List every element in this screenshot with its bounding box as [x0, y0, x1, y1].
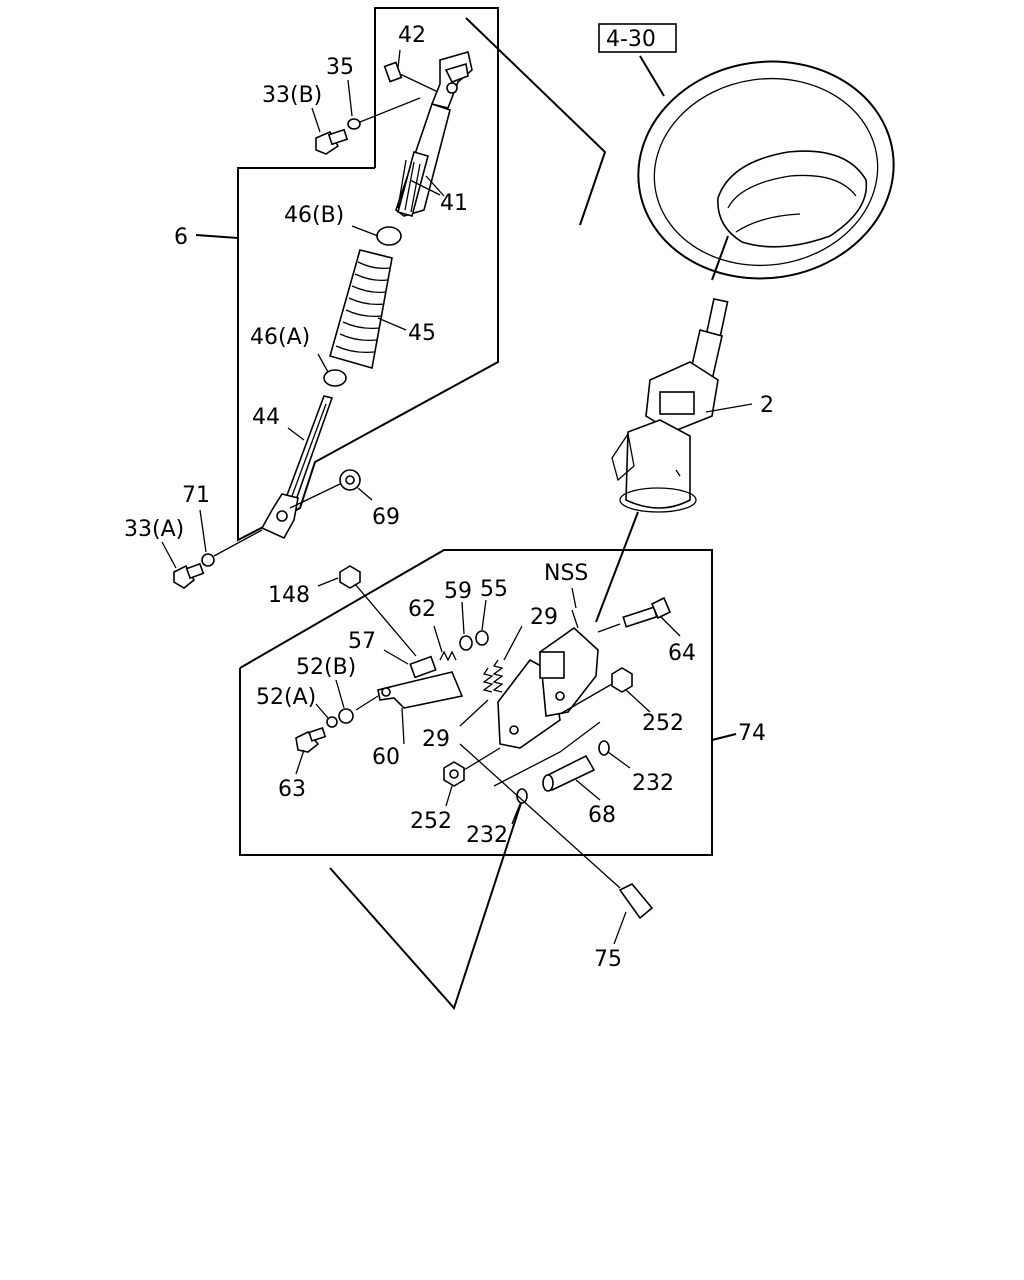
reference-leader-top	[465, 17, 607, 226]
label-75: 75	[594, 947, 622, 972]
bolt-33b	[315, 128, 349, 155]
label-252-right: 252	[642, 711, 684, 736]
steering-wheel	[637, 55, 895, 281]
label-148: 148	[268, 583, 310, 608]
bolt-64	[597, 596, 672, 633]
spring-62	[439, 650, 457, 662]
shaft-assembly-outline	[195, 7, 499, 542]
bracket-assembly-outline	[239, 549, 737, 1010]
label-33b: 33(B)	[262, 83, 322, 108]
label-29-upper: 29	[530, 605, 558, 630]
upper-shaft	[395, 102, 451, 217]
upper-universal-joint	[383, 50, 473, 109]
label-64: 64	[668, 641, 696, 666]
label-232-right: 232	[632, 771, 674, 796]
washer-35	[347, 97, 421, 130]
lower-universal-joint	[260, 493, 299, 540]
ring-46b	[376, 226, 402, 246]
boot-45	[329, 249, 393, 370]
label-68: 68	[588, 803, 616, 828]
shaft-pin-68	[493, 721, 601, 792]
washer-52b	[338, 708, 354, 724]
label-59: 59	[444, 579, 472, 604]
label-33a: 33(A)	[124, 517, 184, 542]
nut-69	[289, 469, 361, 509]
bolt-33a	[173, 562, 205, 589]
label-74: 74	[738, 721, 766, 746]
label-42: 42	[398, 23, 426, 48]
label-55: 55	[480, 577, 508, 602]
label-2: 2	[760, 393, 774, 418]
label-41: 41	[440, 191, 468, 216]
bolt-75	[459, 743, 654, 920]
label-46a: 46(A)	[250, 325, 310, 350]
spring-29-upper	[492, 659, 504, 693]
label-45: 45	[408, 321, 436, 346]
nut-252-right	[559, 667, 633, 715]
bolt-63	[295, 727, 327, 753]
lever-60	[355, 671, 464, 711]
label-52a: 52(A)	[256, 685, 316, 710]
label-60: 60	[372, 745, 400, 770]
label-35: 35	[326, 55, 354, 80]
reference-box-4-30	[598, 23, 677, 53]
label-29-lower: 29	[422, 727, 450, 752]
spring-29-lower	[482, 667, 494, 693]
washer-59	[459, 635, 473, 651]
steering-column	[595, 297, 753, 623]
label-leaders	[161, 49, 681, 945]
ring-46a	[323, 369, 347, 387]
reference-box-label: 4-30	[606, 27, 656, 52]
label-44: 44	[252, 405, 280, 430]
label-69: 69	[372, 505, 400, 530]
lower-shaft	[284, 395, 334, 501]
label-46b: 46(B)	[284, 203, 344, 228]
label-6: 6	[174, 225, 188, 250]
label-52b: 52(B)	[296, 655, 356, 680]
label-62: 62	[408, 597, 436, 622]
label-63: 63	[278, 777, 306, 802]
label-57: 57	[348, 629, 376, 654]
clip-232-right	[598, 740, 610, 756]
labels: 4-30 42 35 33(B) 41 46(B) 6 45 46(A) 44 …	[124, 23, 774, 972]
label-71: 71	[182, 483, 210, 508]
washer-52a	[326, 716, 338, 728]
washer-71	[201, 529, 263, 567]
tilt-bracket-plate	[497, 609, 599, 749]
label-nss: NSS	[544, 561, 588, 586]
nut-252-left	[443, 747, 501, 787]
nut-148	[339, 565, 417, 657]
washer-55	[475, 630, 489, 646]
label-252-left: 252	[410, 809, 452, 834]
spacer-57	[409, 655, 437, 679]
label-232-left: 232	[466, 823, 508, 848]
